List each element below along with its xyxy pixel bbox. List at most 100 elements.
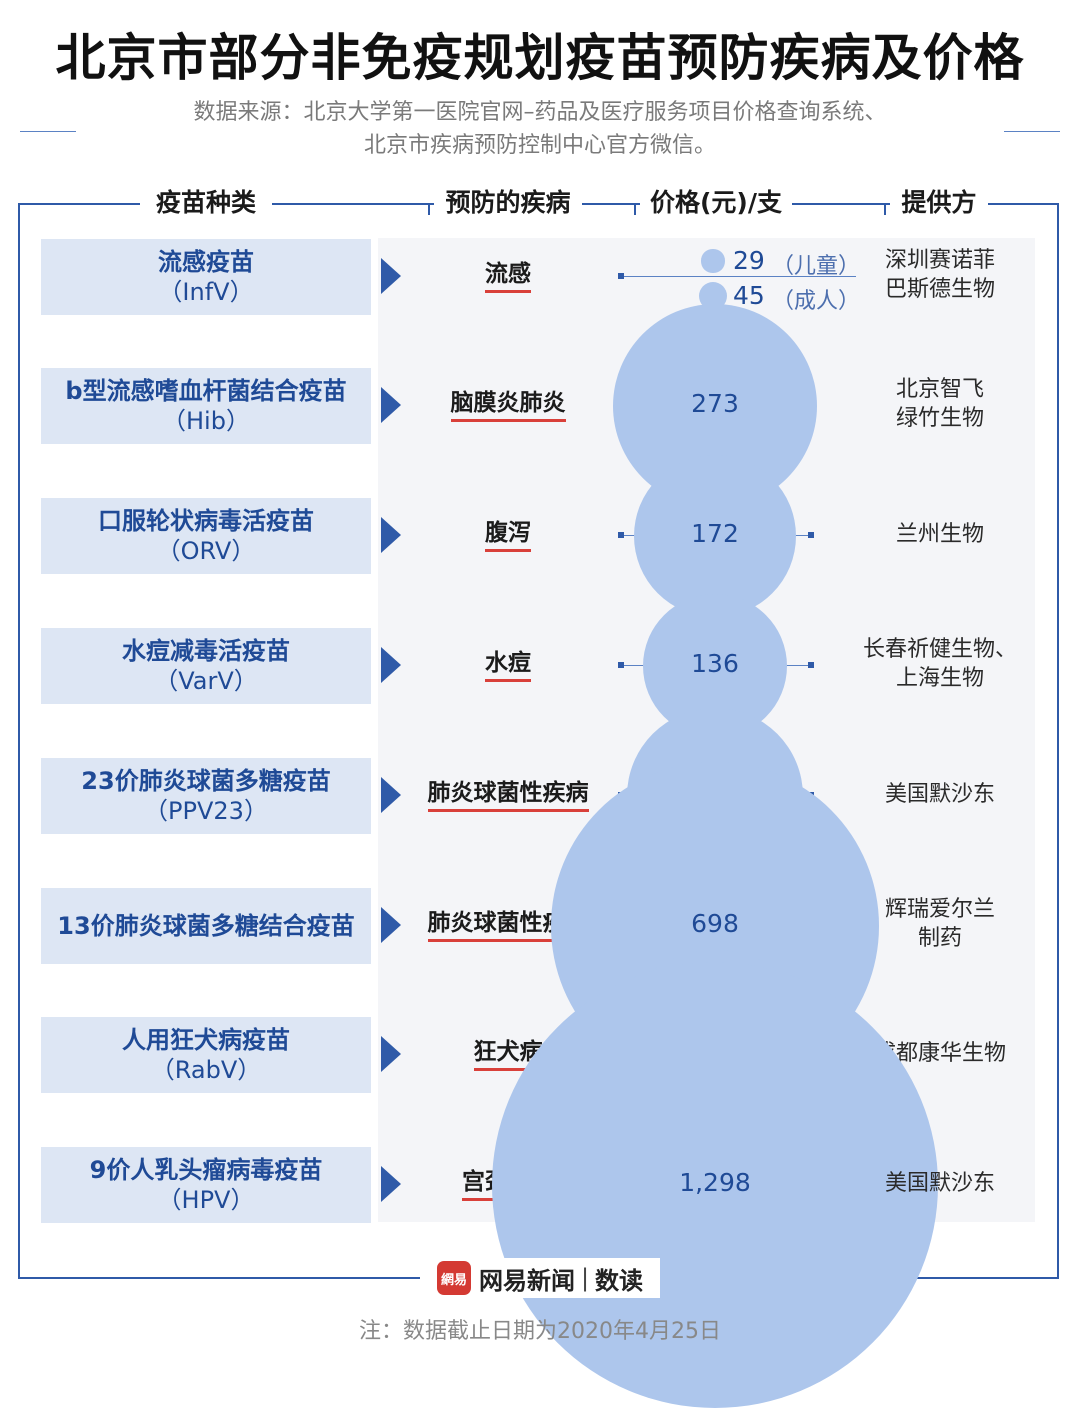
brand-separator: | bbox=[580, 1264, 590, 1292]
source-line-2: 北京市疾病预防控制中心官方微信。 bbox=[363, 133, 716, 158]
vaccine-abbr: （ORV） bbox=[156, 537, 256, 565]
header-vaccine: 疫苗种类 bbox=[140, 186, 272, 220]
table-row: 口服轮状病毒活疫苗（ORV） 腹泻 172 兰州生物 bbox=[0, 454, 1080, 618]
netease-logo-icon: 網易 bbox=[436, 1261, 471, 1295]
vaccine-name: 23价肺炎球菌多糖疫苗 bbox=[81, 767, 331, 795]
row-arrow-icon bbox=[381, 777, 401, 813]
vaccine-cell: 流感疫苗（InfV） bbox=[41, 239, 371, 315]
vaccine-cell: 23价肺炎球菌多糖疫苗（PPV23） bbox=[41, 758, 371, 834]
vaccine-abbr: （VarV） bbox=[154, 667, 258, 695]
price-bubble bbox=[633, 454, 797, 618]
table-row: 13价肺炎球菌多糖结合疫苗 肺炎球菌性疾病 698 辉瑞爱尔兰制药 bbox=[0, 762, 1080, 1090]
provider-line: 绿竹生物 bbox=[895, 406, 984, 431]
price-label: 273 bbox=[691, 389, 739, 418]
vaccine-name: b型流感嗜血杆菌结合疫苗 bbox=[65, 377, 347, 405]
header-price: 价格(元)/支 bbox=[640, 186, 792, 220]
row-arrow-icon bbox=[381, 1166, 401, 1202]
price-label: 29 bbox=[733, 246, 765, 275]
vaccine-abbr: （Hib） bbox=[162, 407, 250, 435]
vaccine-cell: b型流感嗜血杆菌结合疫苗（Hib） bbox=[41, 368, 371, 444]
header-tick bbox=[884, 203, 886, 215]
provider-line: 上海生物 bbox=[895, 666, 984, 691]
price-label: 698 bbox=[691, 909, 739, 938]
brand-footer: 網易 网易新闻 | 数读 bbox=[420, 1258, 660, 1298]
data-source: 数据来源：北京大学第一医院官网–药品及医疗服务项目价格查询系统、 北京市疾病预防… bbox=[0, 96, 1080, 162]
vaccine-name: 9价人乳头瘤病毒疫苗 bbox=[89, 1156, 323, 1184]
source-rule-left bbox=[20, 131, 76, 132]
row-arrow-icon bbox=[381, 387, 401, 423]
connector-end-dot bbox=[808, 532, 814, 538]
row-arrow-icon bbox=[381, 647, 401, 683]
disease-cell: 脑膜炎肺炎 bbox=[418, 389, 598, 422]
provider-line: 巴斯德生物 bbox=[884, 277, 995, 302]
vaccine-abbr: （RabV） bbox=[150, 1056, 262, 1084]
price-bubble bbox=[491, 961, 939, 1408]
provider-cell: 长春祈健生物、上海生物 bbox=[855, 635, 1025, 693]
disease-label: 腹泻 bbox=[485, 519, 531, 552]
provider-line: 深圳赛诺菲 bbox=[884, 248, 995, 273]
price-label: 136 bbox=[691, 649, 739, 678]
provider-cell: 兰州生物 bbox=[855, 520, 1025, 549]
connector-end-dot bbox=[808, 662, 814, 668]
vaccine-name: 人用狂犬病疫苗 bbox=[122, 1026, 290, 1054]
vaccine-cell: 9价人乳头瘤病毒疫苗（HPV） bbox=[41, 1147, 371, 1223]
row-arrow-icon bbox=[381, 907, 401, 943]
price-group-tag: （儿童） bbox=[772, 254, 861, 279]
provider-cell: 辉瑞爱尔兰制药 bbox=[855, 895, 1025, 953]
disease-cell: 腹泻 bbox=[418, 519, 598, 552]
header-tick bbox=[428, 203, 430, 215]
vaccine-abbr: （HPV） bbox=[157, 1186, 255, 1214]
vaccine-abbr: （InfV） bbox=[158, 278, 254, 306]
brand-name: 网易新闻 bbox=[478, 1266, 575, 1295]
table-row: 水痘减毒活疫苗（VarV） 水痘 136 长春祈健生物、上海生物 bbox=[0, 593, 1080, 739]
vaccine-cell: 水痘减毒活疫苗（VarV） bbox=[41, 628, 371, 704]
provider-cell: 深圳赛诺菲巴斯德生物 bbox=[855, 246, 1025, 304]
vaccine-name: 口服轮状病毒活疫苗 bbox=[98, 507, 314, 535]
header-tick bbox=[634, 203, 636, 215]
provider-line: 兰州生物 bbox=[895, 522, 984, 547]
disease-cell: 水痘 bbox=[418, 649, 598, 682]
price-label: 172 bbox=[691, 519, 739, 548]
vaccine-abbr: （PPV23） bbox=[144, 797, 268, 825]
provider-cell: 北京智飞绿竹生物 bbox=[855, 375, 1025, 433]
vaccine-cell: 口服轮状病毒活疫苗（ORV） bbox=[41, 498, 371, 574]
table-row: 23价肺炎球菌多糖疫苗（PPV23）肺炎球菌性疾病203美国默沙东 bbox=[0, 707, 1080, 885]
header-provider: 提供方 bbox=[890, 186, 988, 220]
brand-section: 数读 bbox=[595, 1266, 644, 1295]
provider-line: 美国默沙东 bbox=[884, 782, 995, 807]
vaccine-name: 流感疫苗 bbox=[158, 248, 254, 276]
provider-line: 长春祈健生物、 bbox=[862, 637, 1017, 662]
price-bubble bbox=[701, 249, 725, 273]
provider-line: 制药 bbox=[917, 926, 962, 951]
row-arrow-icon bbox=[381, 1036, 401, 1072]
provider-line: 辉瑞爱尔兰 bbox=[884, 897, 995, 922]
price-label: 1,298 bbox=[679, 1168, 751, 1197]
page-title: 北京市部分非免疫规划疫苗预防疾病及价格 bbox=[55, 29, 1025, 87]
provider-line: 北京智飞 bbox=[895, 377, 984, 402]
connector-start-dot bbox=[618, 273, 624, 279]
connector-start-dot bbox=[618, 662, 624, 668]
disease-label: 肺炎球菌性疾病 bbox=[427, 779, 589, 812]
vaccine-name: 水痘减毒活疫苗 bbox=[122, 637, 290, 665]
vaccine-cell: 13价肺炎球菌多糖结合疫苗 bbox=[41, 888, 371, 964]
disease-label: 水痘 bbox=[485, 649, 531, 682]
price-connector-line bbox=[621, 276, 856, 277]
row-arrow-icon bbox=[381, 258, 401, 294]
header-disease: 预防的疾病 bbox=[434, 186, 582, 220]
row-arrow-icon bbox=[381, 517, 401, 553]
source-line-1: 数据来源：北京大学第一医院官网–药品及医疗服务项目价格查询系统、 bbox=[193, 100, 887, 125]
provider-cell: 美国默沙东 bbox=[855, 1169, 1025, 1198]
disease-label: 脑膜炎肺炎 bbox=[450, 389, 566, 422]
disease-cell: 流感 bbox=[418, 260, 598, 293]
table-row: b型流感嗜血杆菌结合疫苗（Hib） 脑膜炎肺炎 273 北京智飞绿竹生物 bbox=[0, 303, 1080, 509]
vaccine-cell: 人用狂犬病疫苗（RabV） bbox=[41, 1017, 371, 1093]
price-label: 45 bbox=[733, 281, 765, 310]
provider-line: 美国默沙东 bbox=[884, 1171, 995, 1196]
connector-start-dot bbox=[618, 532, 624, 538]
disease-label: 流感 bbox=[485, 260, 531, 293]
disease-cell: 肺炎球菌性疾病 bbox=[418, 779, 598, 812]
price-group-tag: （成人） bbox=[772, 289, 861, 314]
vaccine-name: 13价肺炎球菌多糖结合疫苗 bbox=[57, 912, 355, 940]
